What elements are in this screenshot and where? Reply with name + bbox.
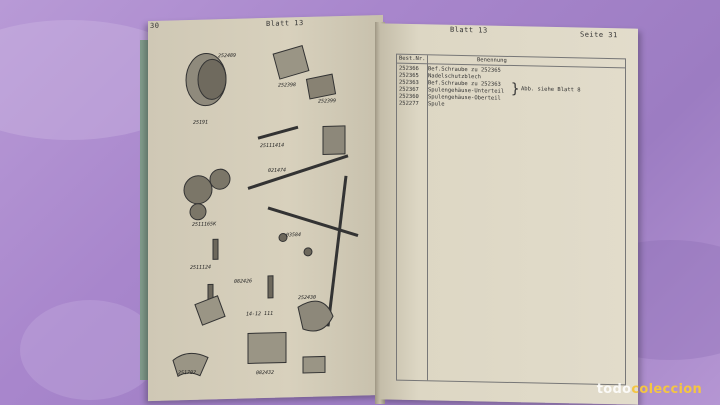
- watermark-suffix: coleccion: [631, 382, 702, 397]
- part-label: 251702: [178, 369, 197, 377]
- table-row: 252277 Spule: [399, 101, 445, 108]
- shaft-lever: [247, 125, 359, 327]
- part-number: 252367: [399, 86, 419, 94]
- part-label: 252399: [318, 98, 337, 105]
- part-label: 082432: [256, 369, 275, 377]
- hook-assembly: [297, 125, 346, 332]
- part-label: 25111414: [260, 142, 285, 150]
- part-label: 082426: [234, 278, 253, 285]
- part-name: Spule: [428, 101, 445, 108]
- right-page-label: Seite 31: [580, 30, 618, 40]
- part-number: 252360: [399, 93, 419, 101]
- needle-plate: [305, 73, 337, 100]
- brace-icon: }: [511, 81, 520, 98]
- right-sheet-title: Blatt 13: [450, 25, 488, 35]
- bevel-gears: [183, 168, 231, 221]
- part-label: 252398: [278, 82, 297, 89]
- open-book: 30 Blatt 13: [128, 10, 650, 405]
- part-label: 2511165K: [192, 221, 217, 228]
- screws: [207, 233, 313, 304]
- part-label: 03584: [286, 232, 302, 239]
- part-label: 25191: [193, 119, 209, 126]
- left-page: 30 Blatt 13: [148, 14, 383, 402]
- part-label: 2511124: [190, 264, 212, 271]
- left-page-number: 30: [150, 21, 160, 31]
- part-number: 252366: [399, 65, 419, 73]
- feed-dog-plate: [272, 44, 310, 80]
- brace-note: Abb. siehe Blatt 8: [521, 86, 581, 94]
- table-header-name: Benennung: [477, 57, 507, 64]
- handwheel-gear: [185, 53, 227, 107]
- parts-diagram: [172, 44, 359, 378]
- part-label: 252489: [218, 52, 237, 60]
- book-cover-edge: [140, 40, 150, 380]
- part-name: Nadelschutzblech: [428, 73, 481, 81]
- part-label: 252430: [298, 294, 317, 302]
- table-header-nr: Best.Nr.: [399, 55, 426, 63]
- part-number: 252363: [399, 79, 419, 87]
- part-label: 021474: [268, 167, 287, 174]
- part-number: 252365: [399, 72, 419, 80]
- watermark-prefix: todo: [596, 382, 632, 397]
- bracket-parts: [172, 295, 326, 378]
- part-number: 252277: [399, 100, 419, 108]
- part-label: 14-12 111: [246, 310, 274, 318]
- cloth-fold: [20, 300, 160, 400]
- watermark: todocoleccion: [597, 382, 702, 397]
